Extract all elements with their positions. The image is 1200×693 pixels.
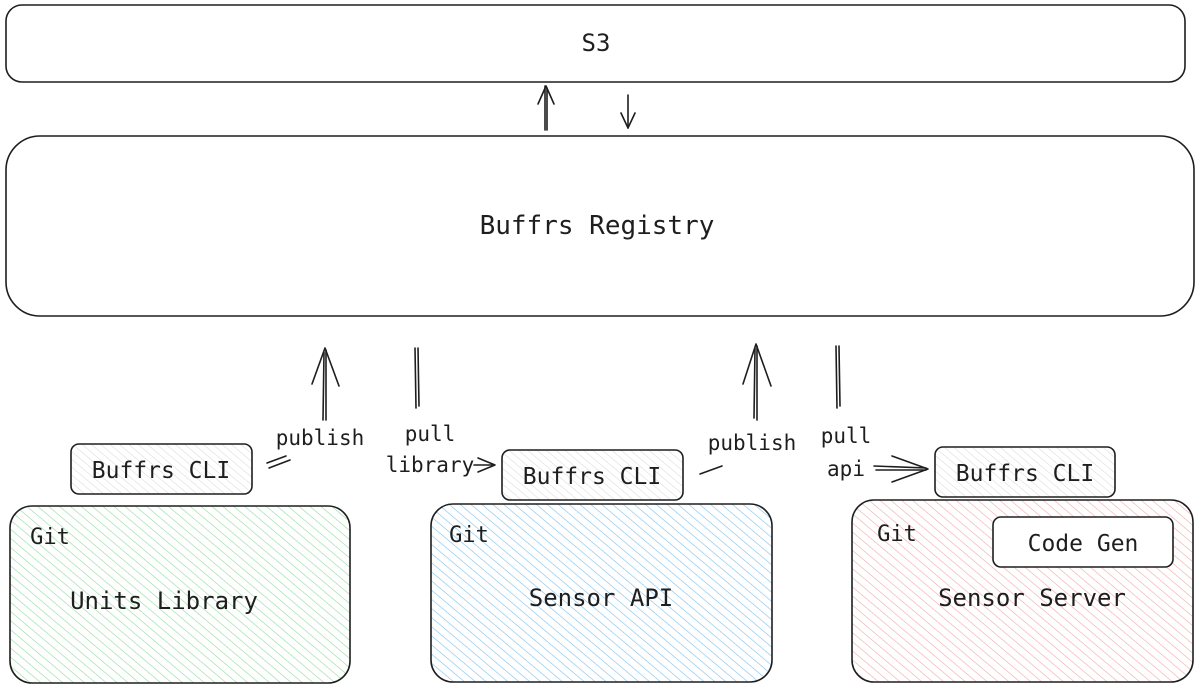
sensor-server-label: Sensor Server [938, 584, 1126, 612]
s3-registry-edges [537, 85, 636, 131]
pull-api-label-line2: api [827, 457, 865, 481]
publish-mid-edge: publish [699, 343, 797, 475]
pull-library-label-line1: pull [405, 422, 456, 446]
units-library-label: Units Library [70, 587, 258, 615]
s3-label: S3 [582, 29, 611, 57]
publish-left-edge: publish [266, 347, 365, 469]
publish-mid-label: publish [708, 431, 797, 455]
pull-library-edge: pull library [386, 347, 496, 477]
registry-label: Buffrs Registry [480, 211, 715, 241]
pull-api-edge: pull api [821, 345, 929, 483]
code-gen-label: Code Gen [1028, 531, 1139, 557]
registry-node: Buffrs Registry [5, 135, 1195, 317]
cli-right-label: Buffrs CLI [956, 461, 1094, 487]
units-library-node: Git Units Library [9, 505, 351, 684]
cli-mid-label: Buffrs CLI [523, 464, 661, 490]
pull-api-label-line1: pull [821, 424, 872, 448]
sensor-server-git-tag: Git [877, 522, 917, 547]
cli-mid-node: Buffrs CLI [501, 449, 684, 501]
cli-left-node: Buffrs CLI [70, 443, 253, 495]
code-gen-node: Code Gen [992, 516, 1174, 568]
s3-node: S3 [5, 4, 1186, 83]
units-library-git-tag: Git [30, 525, 70, 550]
cli-right-node: Buffrs CLI [934, 446, 1116, 498]
registry-to-s3-arrow [537, 85, 555, 131]
sensor-api-label: Sensor API [529, 584, 674, 612]
publish-left-label: publish [276, 426, 365, 450]
s3-to-registry-arrow [620, 94, 636, 129]
pull-library-label-line2: library [386, 453, 475, 477]
cli-left-label: Buffrs CLI [92, 458, 230, 484]
sensor-api-git-tag: Git [449, 523, 489, 548]
sensor-api-node: Git Sensor API [430, 503, 773, 683]
